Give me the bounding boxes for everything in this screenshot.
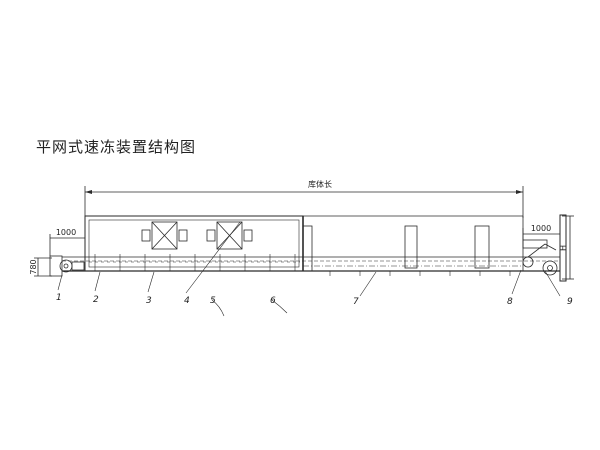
right-extension-label: 1000 [531,224,551,233]
right-height-dimension: H [559,215,574,280]
mesh-belt-conveyor [62,256,560,272]
callout-4: 4 [184,296,190,306]
left-extension-dimension: 1000 [49,228,86,256]
overall-length-label: 库体长 [308,179,332,189]
callout-6: 6 [270,296,276,306]
left-height-label: 780 [29,259,38,274]
support-legs [329,271,511,276]
left-extension-label: 1000 [56,228,76,237]
callout-5: 5 [210,296,216,306]
right-height-label: H [559,245,568,251]
callout-8: 8 [507,297,513,307]
diagram-title: 平网式速冻装置结构图 [36,138,197,156]
left-height-dimension: 780 [29,257,52,277]
callout-2: 2 [93,295,99,305]
outfeed-drive-unit [522,214,567,282]
insulated-box-extension [302,215,524,272]
infeed-drive-unit [49,255,85,277]
callout-9: 9 [567,297,573,307]
leader-lines [57,221,561,317]
right-extension-dimension: 1000 [522,224,561,240]
callout-1: 1 [56,293,62,303]
guard-rail-posts [94,254,296,271]
callout-3: 3 [146,296,152,306]
overall-length-dimension: 库体长 [84,179,524,218]
fan-unit-left [141,221,188,250]
callout-numbers: 1 2 3 4 5 6 7 8 9 [56,293,573,307]
callout-7: 7 [353,297,359,307]
